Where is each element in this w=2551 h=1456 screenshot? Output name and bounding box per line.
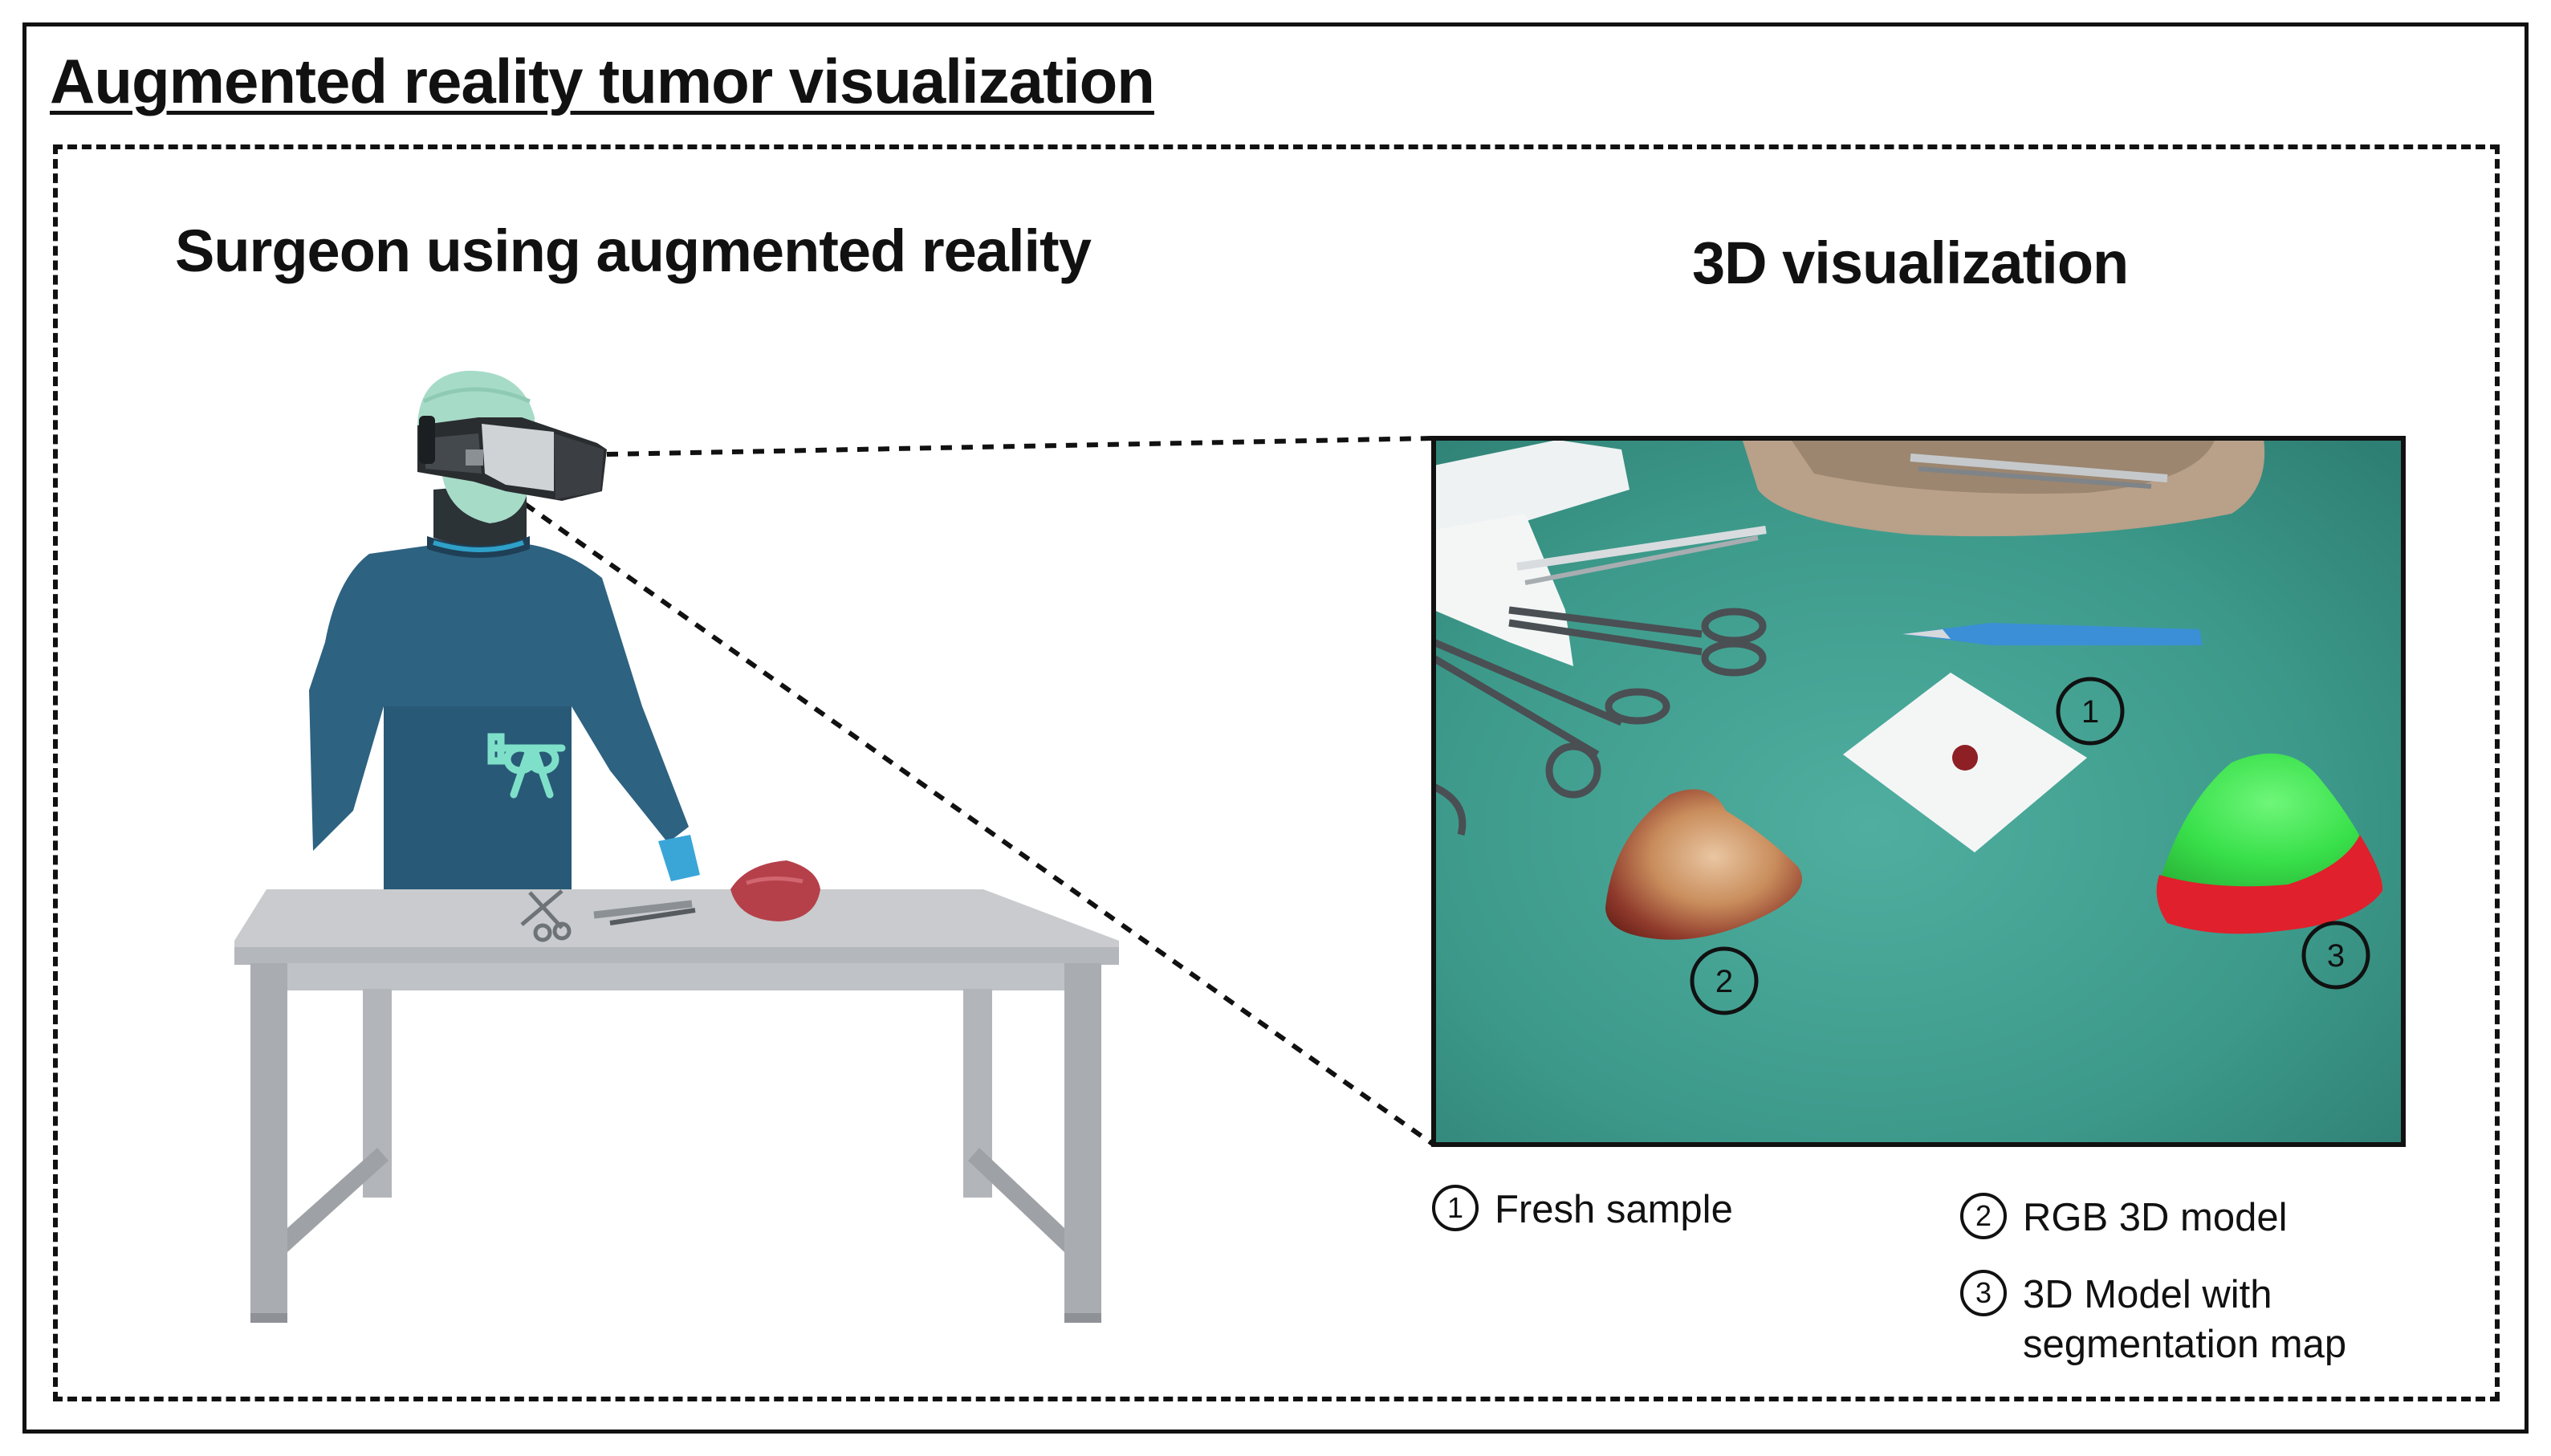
legend-label-1: Fresh sample — [1495, 1188, 1733, 1231]
content-dashed-border — [53, 144, 2500, 1401]
legend-label-2: RGB 3D model — [2023, 1196, 2288, 1239]
connector-line-top — [606, 436, 1434, 457]
legend-item-segmentation-model: 3 3D Model with segmentation map — [1960, 1270, 2346, 1369]
marker-3: 3 — [2301, 921, 2370, 990]
connector-lines — [523, 436, 1435, 1147]
vr-headset-visor — [554, 433, 604, 499]
forceps — [1516, 526, 1767, 571]
surgeon-glove — [658, 835, 700, 881]
legend-number-2: 2 — [1960, 1193, 2007, 1239]
legend-label-3: 3D Model with segmentation map — [2023, 1273, 2347, 1366]
figure-frame — [22, 22, 2529, 1434]
legend-number-1: 1 — [1432, 1185, 1479, 1231]
surgical-scissors — [1434, 606, 1767, 836]
surgeon-gown-front — [384, 706, 572, 891]
svg-text:2: 2 — [1715, 964, 1733, 999]
surgical-photo — [1434, 438, 2403, 1145]
legend-number-3: 3 — [1960, 1270, 2007, 1316]
surgeon-panel-heading: Surgeon using augmented reality — [175, 218, 1092, 284]
legend-item-rgb-model: 2 RGB 3D model — [1960, 1193, 2288, 1242]
segmentation-green-region — [2159, 753, 2382, 894]
segmentation-red-region — [2156, 835, 2383, 934]
visualization-panel-heading: 3D visualization — [1692, 230, 2129, 296]
scalpel — [1902, 623, 2203, 645]
table-leg-front-left — [250, 963, 287, 1316]
vr-headset-shell — [482, 424, 554, 491]
operating-table — [234, 889, 1119, 1323]
marker-1: 1 — [2056, 677, 2125, 746]
figure-title: Augmented reality tumor visualization — [50, 46, 1155, 116]
table-leg-front-right — [1064, 963, 1101, 1316]
table-top — [234, 889, 1119, 963]
connector-line-bottom — [523, 502, 1435, 1147]
surgeon-illustration — [309, 370, 700, 891]
gown-collar — [427, 536, 530, 558]
marker-2: 2 — [1690, 946, 1759, 1015]
gown-tie — [487, 733, 566, 799]
table-tissue-sample — [730, 860, 820, 921]
svg-text:3: 3 — [2327, 938, 2345, 974]
gown-collar-trim — [433, 540, 524, 552]
suture-package — [1434, 440, 1629, 546]
fresh-sample — [1952, 745, 1978, 771]
table-instruments — [520, 889, 696, 942]
photo-border — [1431, 436, 2406, 1147]
svg-text:1: 1 — [2081, 694, 2099, 730]
rgb-3d-model — [1605, 789, 1802, 940]
legend-item-fresh-sample: 1 Fresh sample — [1432, 1185, 1733, 1234]
